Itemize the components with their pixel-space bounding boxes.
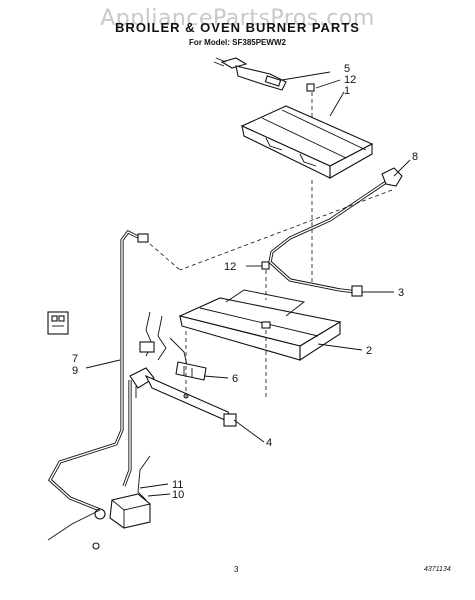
callout-5: 5 [344,63,350,75]
model-label: For Model: SF385PEWW2 [189,38,286,47]
broiler-heat-deflector [240,105,374,179]
clip-upper [306,83,315,92]
oven-igniter [139,311,207,381]
page-number: 3 [234,565,239,574]
gas-valve [47,380,151,550]
callout-12-upper: 12 [344,74,356,86]
callout-7: 7 [72,353,78,365]
callout-6: 6 [232,373,238,385]
watermark: AppliancePartsPros.com [100,6,375,31]
callout-10: 10 [172,489,184,501]
callout-12-lower: 12 [224,261,236,273]
callout-2: 2 [366,345,372,357]
broiler-burner [268,167,403,297]
oven-burner [129,367,237,427]
document-code: 4371134 [424,566,451,573]
page-title: BROILER & OVEN BURNER PARTS [115,20,360,35]
broiler-igniter [213,57,287,91]
callout-8: 8 [412,151,418,163]
callout-4: 4 [266,437,272,449]
terminal-block [47,311,69,335]
callout-1: 1 [344,85,350,97]
callout-11: 11 [172,479,183,491]
oven-burner-baffle [178,289,342,362]
clip-lower [261,261,270,270]
gas-supply-tube [47,229,149,512]
callout-3: 3 [398,287,404,299]
callout-9: 9 [72,365,78,377]
